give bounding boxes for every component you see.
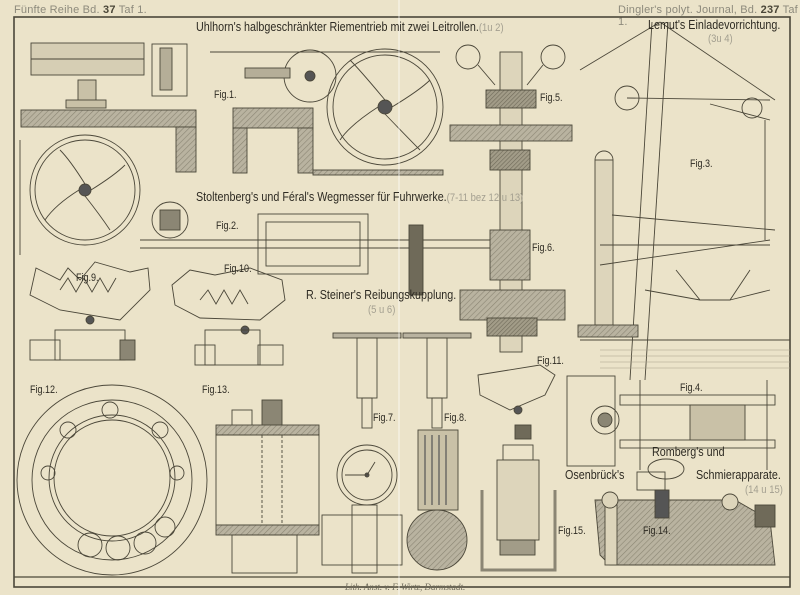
fig8-drawing [402, 332, 472, 571]
ref-steiner: (5 u 6) [368, 304, 396, 316]
title-stoltenberg: Stoltenberg's und Féral's Wegmesser für … [196, 190, 524, 204]
fig14-label: Fig.14. [643, 525, 671, 537]
fig3-drawing [577, 21, 790, 381]
fig9-label: Fig.9. [76, 272, 99, 284]
fig4-label: Fig.4. [680, 382, 703, 394]
header-left: Fünfte Reihe Bd. 37 Taf 1. [14, 4, 147, 16]
plate-number: Taf 1. [118, 4, 147, 16]
fig12-drawing [16, 384, 208, 576]
fig4-drawing [566, 375, 776, 470]
fig3-label: Fig.3. [690, 158, 713, 170]
fig7-label: Fig.7. [373, 412, 396, 424]
fig13-drawing [215, 399, 320, 574]
lithographer-imprint: Lith. Anst. v. F. Wirtz, Darmstadt. [345, 582, 466, 592]
volume-number: 37 [103, 4, 116, 16]
title-osenbrueck: Osenbrück's [565, 468, 625, 482]
journal-plate: Taf 1. [618, 4, 798, 28]
fig12-label: Fig.12. [30, 384, 58, 396]
fig2-label: Fig.2. [216, 220, 239, 232]
fig6-label: Fig.6. [532, 242, 555, 254]
title-steiner: R. Steiner's Reibungskupplung. [306, 288, 457, 302]
fig1-label: Fig.1. [214, 89, 237, 101]
fold-crease [398, 0, 400, 595]
fig14-drawing [594, 458, 776, 566]
fig10-label: Fig.10. [224, 263, 252, 275]
fig5-drawing [449, 44, 573, 353]
title-lemut: Lemut's Einladevorrichtung. [648, 18, 781, 32]
fig5-label: Fig.5. [540, 92, 563, 104]
fig10-drawing [171, 267, 286, 366]
fig8-label: Fig.8. [444, 412, 467, 424]
fig2-drawing [19, 134, 500, 296]
fig15-drawing [480, 444, 557, 572]
fig11-label: Fig.11. [537, 355, 564, 367]
journal-label: Dingler's polyt. Journal, Bd. [618, 4, 758, 16]
journal-volume: 237 [760, 4, 780, 16]
title-uhlhorn: Uhlhorn's halbgeschränkter Riementrieb m… [196, 20, 504, 34]
title-romberg-1: Romberg's und [652, 445, 725, 459]
plate-frame [13, 16, 791, 588]
fig15-label: Fig.15. [558, 525, 586, 537]
fig13-label: Fig.13. [202, 384, 230, 396]
series-label: Fünfte Reihe Bd. [14, 4, 100, 16]
title-schmierapparate: Schmierapparate. [696, 468, 781, 482]
header-right: Dingler's polyt. Journal, Bd. 237 Taf 1. [618, 4, 800, 28]
fig9-drawing [29, 261, 151, 361]
ref-schmierapparate: (14 u 15) [745, 484, 783, 496]
ref-lemut: (3u 4) [708, 33, 733, 45]
fig11-drawing [477, 364, 556, 440]
fig7-drawing [321, 332, 403, 574]
fig1-drawing [20, 42, 444, 176]
